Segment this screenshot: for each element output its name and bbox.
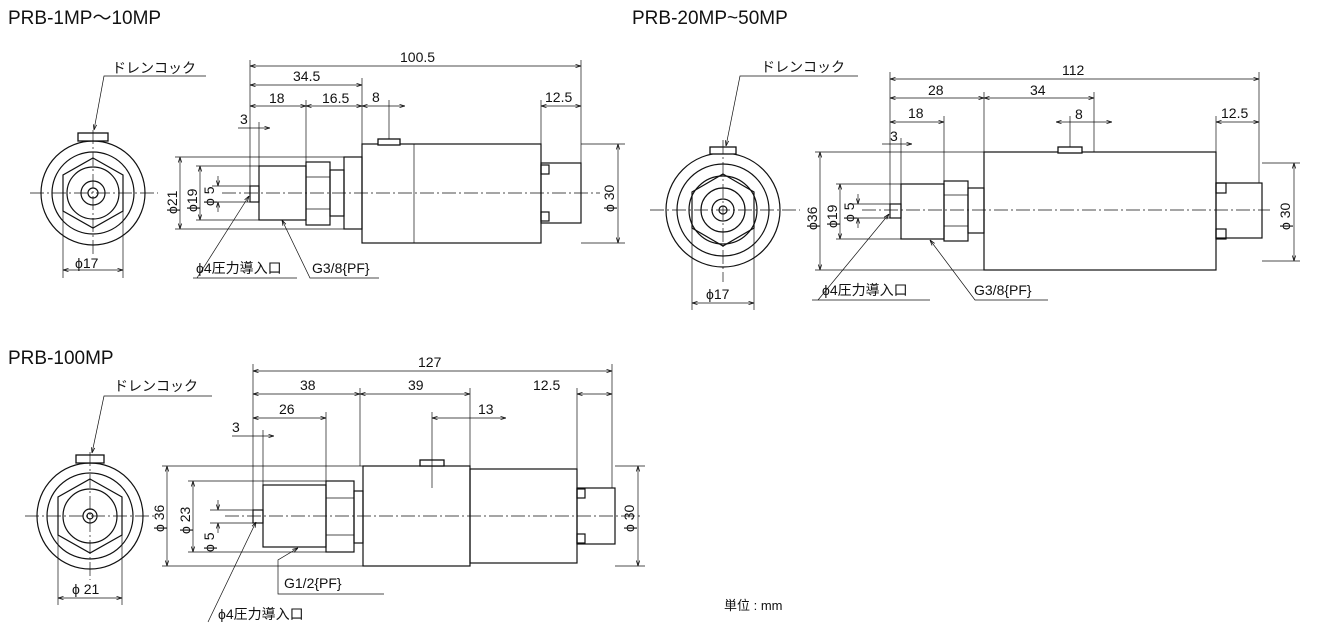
model-2-dim-a: 28 — [928, 82, 944, 98]
model-3-dim-d: 13 — [478, 401, 494, 417]
model-3-dim-e: 12.5 — [533, 377, 560, 393]
model-2-dim-outer: ϕ36 — [804, 206, 820, 230]
model-1-thread-label: G3/8{PF} — [312, 260, 370, 276]
model-3-thread-label: G1/2{PF} — [284, 575, 342, 591]
model-3-dim-outer: ϕ 36 — [151, 504, 167, 532]
model-2-front-dia: ϕ17 — [706, 286, 730, 302]
model-1-dim-e: 12.5 — [545, 89, 572, 105]
model-3-dim-overall: 127 — [418, 354, 442, 370]
model-2-dim-d: 8 — [1075, 106, 1083, 122]
model-3-dim-a: 38 — [300, 377, 316, 393]
model-1-dim-overall: 100.5 — [400, 49, 435, 65]
model-1-dim-c: 16.5 — [322, 90, 349, 106]
model-1-dim-body: ϕ 30 — [601, 184, 617, 212]
model-1-dim-b: 18 — [269, 90, 285, 106]
model-2-dim-body: ϕ 30 — [1277, 202, 1293, 230]
model-3-dim-body: ϕ 30 — [621, 504, 637, 532]
model-3-dim-b: 39 — [408, 377, 424, 393]
model-1-side-view: 100.5 34.5 18 16.5 8 12.5 3 ϕ21 — [164, 49, 625, 279]
model-2-dim-port: ϕ 5 — [841, 202, 857, 222]
model-1-dim-d: 8 — [372, 89, 380, 105]
model-1-dim-hex: ϕ21 — [164, 190, 180, 214]
model-3-dim-c: 26 — [279, 401, 295, 417]
model-1-dim-port: ϕ 5 — [201, 186, 217, 206]
model-2-dim-overall: 112 — [1062, 62, 1085, 78]
model-1-dim-f: 3 — [240, 111, 248, 127]
model-1-front-dia: ϕ17 — [75, 255, 99, 271]
model-2-front-view: ϕ17 ドレンコック — [650, 59, 858, 310]
model-1-drain-label: ドレンコック — [112, 60, 196, 76]
model-3-dim-port: ϕ 5 — [201, 532, 217, 552]
model-3-front-dia: ϕ 21 — [72, 581, 100, 597]
model-1-dim-thread: ϕ19 — [184, 188, 200, 212]
units-note: 単位 : mm — [724, 598, 783, 613]
model-2-thread-label: G3/8{PF} — [974, 282, 1032, 298]
model-3-drawing: PRB-100MP ϕ 21 ドレンコック — [8, 348, 645, 623]
model-3-side-view: 127 38 39 12.5 26 13 3 ϕ 36 — [151, 354, 645, 623]
model-2-port-label: ϕ4圧力導入口 — [822, 282, 908, 298]
model-3-dim-thread: ϕ 23 — [177, 506, 193, 534]
model-2-dim-e: 12.5 — [1221, 105, 1248, 121]
model-1-drawing: PRB-1MP～10MP ϕ17 ドレンコック — [8, 8, 625, 279]
model-1-port-label: ϕ4圧力導入口 — [196, 260, 282, 276]
model-2-title: PRB-20MP~50MP — [632, 8, 788, 29]
model-1-dim-a: 34.5 — [293, 68, 320, 84]
model-3-dim-f: 3 — [232, 419, 240, 435]
model-2-side-view: 112 28 34 18 8 12.5 3 ϕ36 — [804, 62, 1300, 301]
model-2-drain-label: ドレンコック — [761, 59, 845, 75]
model-3-title: PRB-100MP — [8, 348, 114, 369]
model-2-drawing: PRB-20MP~50MP ϕ17 ドレンコック — [632, 8, 1300, 310]
model-2-dim-c: 18 — [908, 105, 924, 121]
model-2-dim-f: 3 — [890, 128, 898, 144]
model-2-dim-thread: ϕ19 — [824, 204, 840, 228]
model-2-dim-b: 34 — [1030, 82, 1046, 98]
model-3-port-label: ϕ4圧力導入口 — [218, 606, 304, 622]
model-1-title: PRB-1MP～10MP — [8, 8, 161, 29]
model-3-drain-label: ドレンコック — [114, 378, 198, 394]
model-3-front-view: ϕ 21 ドレンコック — [25, 378, 212, 605]
model-1-front-view: ϕ17 ドレンコック — [30, 60, 206, 278]
